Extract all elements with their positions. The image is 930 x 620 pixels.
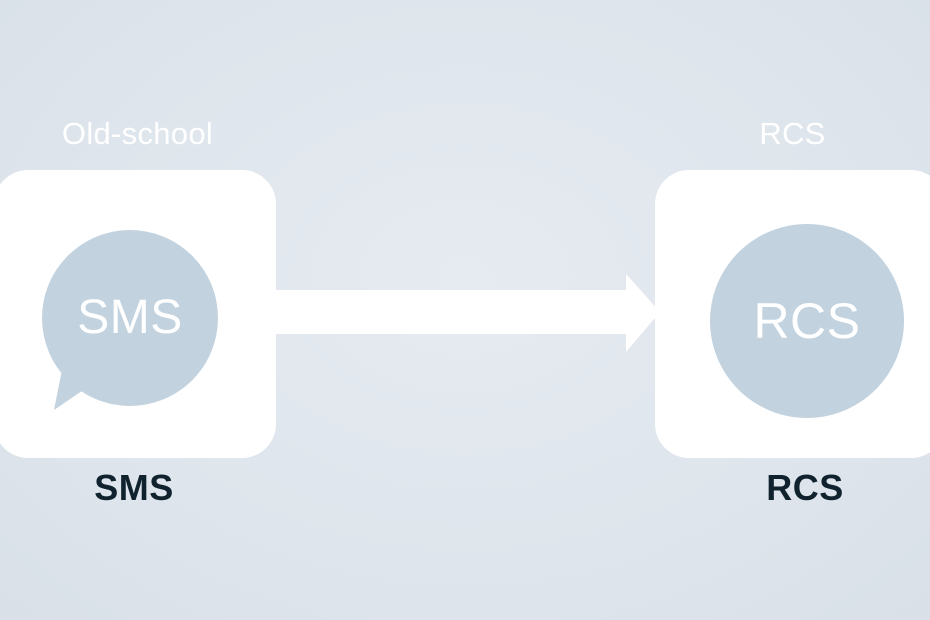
rcs-label: RCS (766, 467, 844, 508)
left-caption: Old-school (61, 116, 214, 151)
arrow-shape (272, 274, 660, 352)
right-caption: RCS (759, 116, 826, 151)
chat-bubble-icon (42, 230, 218, 410)
sms-bubble: SMS (42, 230, 232, 420)
rcs-circle: RCS (710, 224, 904, 418)
arrow-right-icon (272, 274, 660, 352)
sms-label: SMS (94, 467, 174, 508)
sms-bubble-text: SMS (77, 291, 183, 344)
rcs-circle-text: RCS (753, 293, 861, 349)
